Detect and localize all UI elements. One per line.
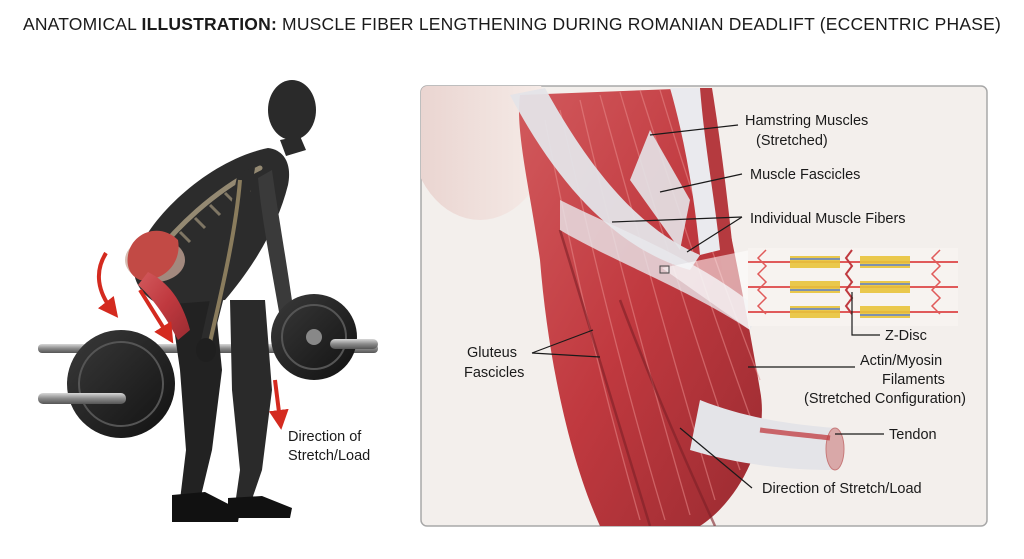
rear-plate-ring	[78, 341, 164, 427]
direction-label-left-2: Stretch/Load	[288, 448, 370, 464]
z-line-center	[844, 249, 854, 315]
direction-label-left-1: Direction of	[288, 429, 362, 445]
sarcomere-diagram	[748, 248, 958, 326]
barbell-sleeve-right	[330, 339, 378, 349]
hamstring-muscle	[138, 272, 190, 340]
z-line-right	[930, 249, 942, 315]
leader-direction	[679, 427, 753, 489]
page-title: ANATOMICAL ILLUSTRATION: MUSCLE FIBER LE…	[22, 14, 1002, 34]
label-actin-3: (Stretched Configuration)	[804, 391, 966, 407]
label-fascicles: Muscle Fascicles	[750, 167, 860, 183]
zoom-wedge	[662, 250, 750, 330]
muscle-grooves	[558, 229, 717, 526]
front-plate-hub	[306, 329, 322, 345]
leader-fibers-1	[611, 216, 743, 223]
rear-plate	[67, 330, 175, 438]
leader-lines	[531, 124, 884, 489]
label-hamstring-2: (Stretched)	[756, 133, 828, 149]
leader-gluteus-2	[531, 352, 601, 358]
leader-fascicles	[659, 173, 743, 193]
leader-hamstring	[649, 124, 739, 136]
sarcomere-row-3	[748, 306, 958, 318]
label-direction: Direction of Stretch/Load	[762, 481, 922, 497]
arm-bone	[208, 179, 242, 343]
rear-leg	[230, 300, 272, 505]
barbell-sleeve-left	[38, 393, 126, 404]
z-line-left	[756, 249, 768, 315]
label-fibers: Individual Muscle Fibers	[750, 211, 906, 227]
label-gluteus-2: Fascicles	[464, 365, 524, 381]
leader-zdisc	[851, 292, 880, 336]
hamstring-stretch-arrow	[138, 288, 174, 344]
glute-stretch-arrow	[96, 251, 119, 318]
tendon-muscle-tip	[759, 427, 831, 441]
skin-surface	[421, 86, 550, 220]
label-gluteus-1: Gluteus	[467, 345, 517, 361]
label-hamstring-1: Hamstring Muscles	[745, 113, 868, 129]
sarcomere-row-1	[748, 256, 958, 268]
distal-tendon	[690, 400, 835, 470]
head	[268, 80, 316, 140]
leader-fibers-2	[686, 216, 743, 253]
left-hand	[196, 338, 216, 362]
anatomy-zoom	[421, 86, 845, 526]
neck	[280, 136, 306, 156]
rear-shoe	[228, 496, 292, 518]
glute-muscle	[127, 230, 179, 281]
upper-tendon	[510, 88, 700, 270]
tendon-cut-end	[825, 427, 845, 471]
load-arrow	[268, 379, 289, 430]
label-zdisc: Z-Disc	[885, 328, 927, 344]
label-tendon: Tendon	[889, 427, 937, 443]
label-actin-1: Actin/Myosin	[860, 353, 942, 369]
sarcomere-row-2	[748, 281, 958, 293]
leader-gluteus-1	[531, 329, 594, 354]
front-shoe	[172, 492, 240, 522]
label-actin-2: Filaments	[882, 372, 945, 388]
lateral-tendon	[670, 88, 720, 255]
zoom-marker	[659, 265, 670, 274]
athlete-figure	[38, 80, 378, 522]
front-plate-ring	[281, 304, 347, 370]
stretch-arrows	[96, 251, 289, 430]
